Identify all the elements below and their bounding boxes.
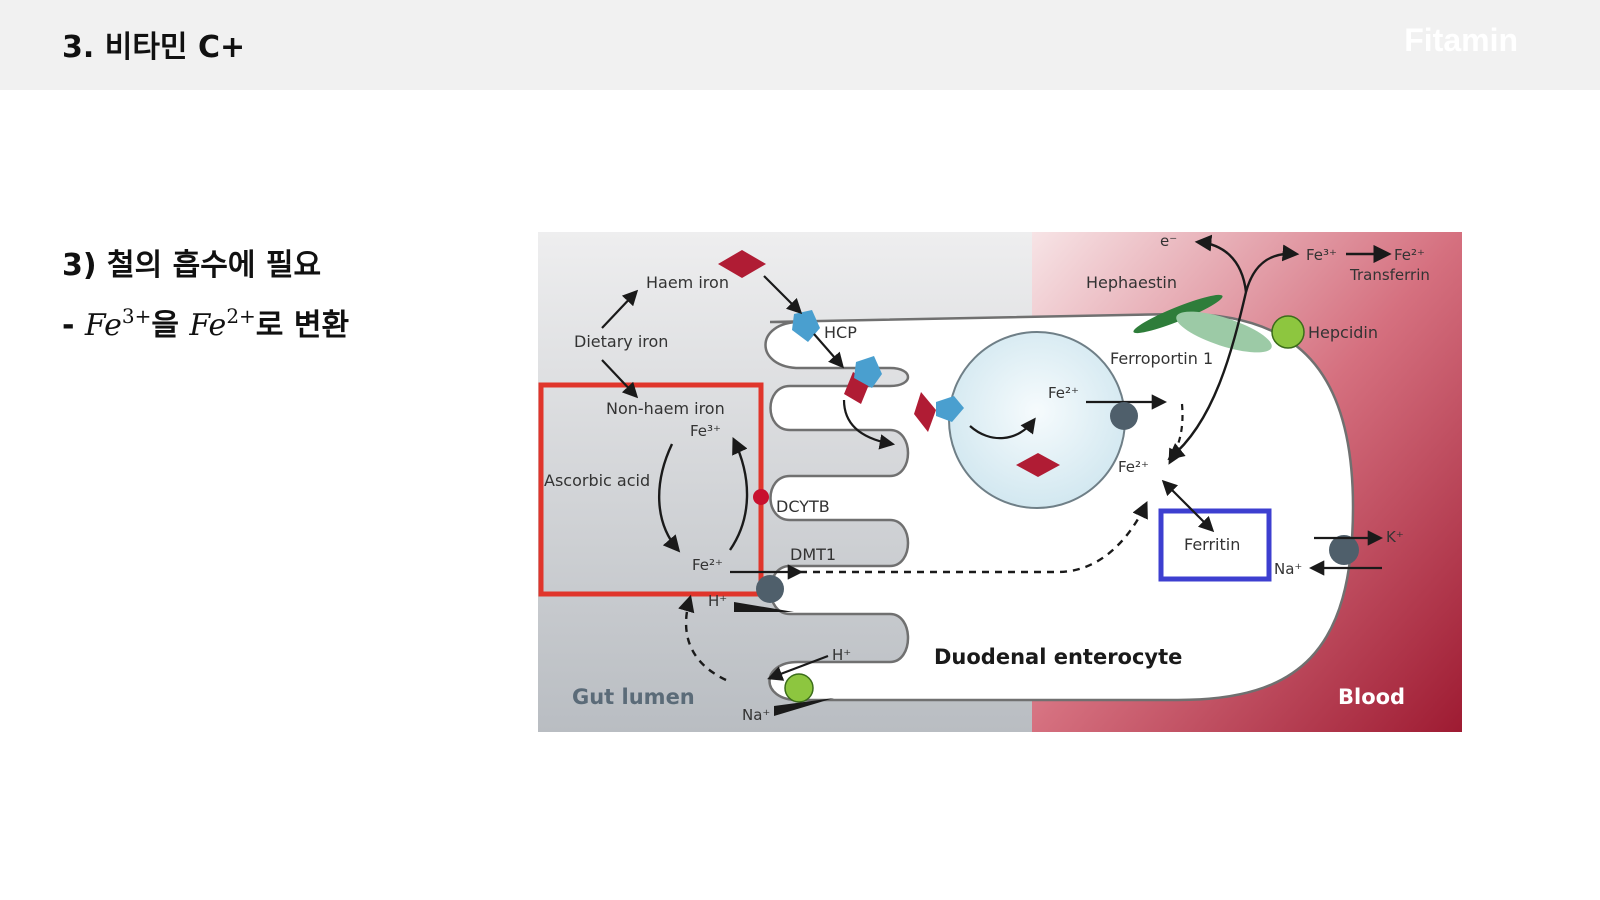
label-ferritin: Ferritin (1184, 535, 1240, 554)
label-hcp: HCP (824, 323, 857, 342)
slide-title: 3. 비타민 C+ (62, 30, 246, 65)
dashed-fe2-transport (800, 500, 1148, 574)
ferrous-formula: Fe2+ (189, 306, 255, 343)
endosome-vesicle (948, 331, 1126, 509)
arrow-fe2-export (1167, 244, 1300, 461)
haem-molecule-icon (1016, 453, 1060, 477)
label-transferrin: Transferrin (1349, 266, 1430, 284)
label-duodenal-enterocyte: Duodenal enterocyte (934, 645, 1182, 669)
dcytb-enzyme-icon (753, 489, 769, 505)
label-hephaestin: Hephaestin (1086, 273, 1177, 292)
label-fe3-lumen: Fe³⁺ (690, 422, 721, 440)
proton-gradient-wedge (734, 602, 794, 612)
arrow-ferritin-exchange (1161, 479, 1215, 533)
label-k-plus: K⁺ (1386, 528, 1404, 546)
ferric-formula: Fe3+ (84, 306, 151, 343)
arrow-haem-to-hcp (763, 275, 803, 315)
label-gut-lumen: Gut lumen (572, 685, 695, 709)
label-dcytb: DCYTB (776, 497, 830, 516)
label-electron: e⁻ (1160, 232, 1177, 250)
label-h-plus-dmt1: H⁺ (708, 592, 727, 610)
arrow-reduction (657, 443, 681, 553)
ferritin-highlight-box (1158, 508, 1272, 582)
arrow-electron (1194, 234, 1248, 293)
ferric-base: Fe (84, 308, 122, 343)
na-h-exchanger-icon (784, 673, 814, 703)
label-non-haem-iron: Non-haem iron (606, 399, 725, 418)
label-ferroportin: Ferroportin 1 (1110, 349, 1213, 368)
hcp-receptor-icon (792, 310, 820, 342)
conversion-line: - Fe3+을 Fe2+로 변환 (62, 300, 349, 344)
haem-molecule-icon (914, 392, 936, 432)
ferrous-base: Fe (189, 308, 227, 343)
label-ascorbic-acid: Ascorbic acid (544, 471, 650, 490)
hepcidin-icon (1271, 315, 1305, 349)
arrow-vesicle-swirl (969, 417, 1036, 440)
label-hepcidin: Hepcidin (1308, 323, 1378, 342)
hcp-receptor-icon (854, 356, 882, 388)
label-fe3-blood: Fe³⁺ (1306, 246, 1337, 264)
ferrous-charge: 2+ (226, 304, 256, 328)
label-fe2-lumen: Fe²⁺ (692, 556, 723, 574)
label-h-plus-exchanger: H⁺ (832, 646, 851, 664)
label-blood: Blood (1338, 685, 1405, 709)
label-haem-iron: Haem iron (646, 273, 729, 292)
sodium-gradient-wedge (774, 698, 834, 716)
header-bar: 3. 비타민 C+ Fitamin (0, 0, 1600, 90)
dmt1-transporter-icon (756, 575, 784, 603)
object-particle: 을 (151, 308, 190, 343)
arrow-h-out (767, 654, 829, 681)
ferric-charge: 3+ (121, 304, 152, 328)
label-na-plus-blood: Na⁺ (1274, 560, 1302, 578)
bullet-dash: - (62, 308, 85, 343)
arrow-hcp-into-cell (813, 333, 845, 369)
vesicle-transporter-icon (1110, 402, 1138, 430)
convert-suffix: 로 변환 (255, 308, 350, 343)
section-heading: 3) 철의 흡수에 필요 (62, 248, 322, 283)
arrow-dietary-to-nonhaem (601, 359, 639, 399)
label-dmt1: DMT1 (790, 545, 836, 564)
label-fe2-vesicle: Fe²⁺ (1048, 384, 1079, 402)
label-na-plus-lumen: Na⁺ (742, 706, 770, 724)
arrow-haem-internalize (842, 399, 896, 450)
arrow-reoxidation (729, 436, 749, 551)
label-fe2-pool: Fe²⁺ (1118, 458, 1149, 476)
hcp-receptor-icon (936, 396, 964, 422)
label-dietary-iron: Dietary iron (574, 332, 668, 351)
brand-logo: Fitamin (1404, 22, 1518, 58)
na-k-pump-icon (1329, 535, 1359, 565)
haem-molecule-icon (718, 250, 766, 278)
label-fe2-blood: Fe²⁺ (1394, 246, 1425, 264)
iron-absorption-diagram: Haem iron Dietary iron Non-haem iron Fe³… (538, 232, 1462, 732)
arrow-dietary-to-haem (601, 289, 639, 329)
